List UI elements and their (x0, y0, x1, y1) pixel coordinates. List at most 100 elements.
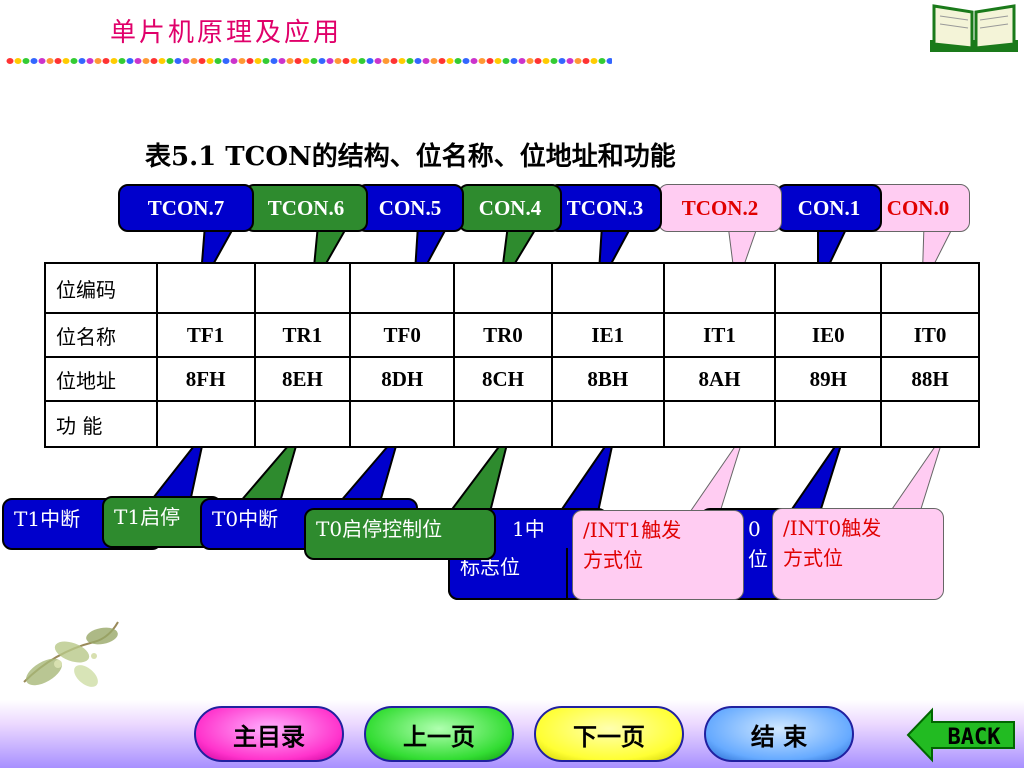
bit-name-cell: IT0 (880, 312, 980, 358)
bead (494, 58, 502, 64)
bead (606, 58, 612, 64)
bead (278, 58, 286, 64)
bead (238, 58, 246, 64)
function-box-tr0-line1: T0启停控制位 (316, 517, 443, 541)
bead (46, 58, 54, 64)
table-cell (253, 400, 352, 448)
bead (550, 58, 558, 64)
bead (310, 58, 318, 64)
bead (190, 58, 198, 64)
table-cell (774, 400, 883, 448)
bit-address-cell: 8DH (349, 356, 456, 402)
function-box-ie0-line2: 位 (748, 547, 768, 571)
bit-name-cell: TR1 (253, 312, 352, 358)
book-icon (930, 4, 1018, 52)
bit-address-cell: 8CH (453, 356, 553, 402)
bead (470, 58, 478, 64)
bit-address-cell: 88H (880, 356, 980, 402)
bead (486, 58, 494, 64)
row-header-bit-code: 位编码 (44, 262, 158, 314)
bead (150, 58, 158, 64)
bit-name-cell: TF0 (349, 312, 456, 358)
table-cell (662, 262, 777, 314)
bubble-tcon-5: CON.5 (356, 184, 464, 232)
function-box-it1-line2: 方式位 (583, 548, 643, 572)
bead (174, 58, 182, 64)
bead (70, 58, 78, 64)
header-title: 单片机原理及应用 (110, 18, 343, 48)
bead (510, 58, 518, 64)
bead (142, 58, 150, 64)
function-box-ie1-line1: 1中 (512, 517, 545, 541)
bead (294, 58, 302, 64)
bead (262, 58, 270, 64)
next-page-button[interactable]: 下一页 (534, 706, 684, 762)
table-cell (253, 262, 352, 314)
bead (574, 58, 582, 64)
bead (94, 58, 102, 64)
table-cell (662, 400, 777, 448)
bead (270, 58, 278, 64)
table-title: 表5.1 TCON的结构、位名称、位地址和功能 (145, 142, 676, 172)
bead (30, 58, 38, 64)
bead (526, 58, 534, 64)
back-button-label: BACK (948, 725, 1002, 750)
bead (326, 58, 334, 64)
bead (558, 58, 566, 64)
bead (398, 58, 406, 64)
table-cell (774, 262, 883, 314)
bead (598, 58, 606, 64)
bit-name-cell: IE0 (774, 312, 883, 358)
table-cell (453, 400, 553, 448)
end-button[interactable]: 结 束 (704, 706, 854, 762)
bead (126, 58, 134, 64)
bead (62, 58, 70, 64)
back-button[interactable]: BACK (906, 706, 1018, 764)
bead (102, 58, 110, 64)
bead (206, 58, 214, 64)
bead (582, 58, 590, 64)
bead (254, 58, 262, 64)
function-box-it0-line2: 方式位 (783, 546, 843, 570)
bead (38, 58, 46, 64)
bit-address-cell: 8BH (550, 356, 665, 402)
bubble-tcon-4: CON.4 (458, 184, 562, 232)
table-cell (349, 262, 456, 314)
table-cell (349, 400, 456, 448)
main-menu-button[interactable]: 主目录 (194, 706, 344, 762)
prev-page-button[interactable]: 上一页 (364, 706, 514, 762)
bead (54, 58, 62, 64)
bit-address-cell: 89H (774, 356, 883, 402)
table-cell (550, 262, 665, 314)
function-box-it0: /INT0触发 方式位 (772, 508, 944, 600)
function-box-tr0: T0启停控制位 (304, 508, 496, 560)
decorative-bead-line (6, 58, 612, 64)
bead (454, 58, 462, 64)
bead (366, 58, 374, 64)
bead (406, 58, 414, 64)
function-box-tf1-line1: T1中断 (14, 507, 81, 531)
bead (222, 58, 230, 64)
bit-name-cell: IT1 (662, 312, 777, 358)
bit-name-cell: TR0 (453, 312, 553, 358)
bead (478, 58, 486, 64)
table-cell (155, 262, 256, 314)
bead (14, 58, 22, 64)
bit-address-cell: 8EH (253, 356, 352, 402)
function-box-tr1-line1: T1启停 (114, 505, 181, 529)
bead (462, 58, 470, 64)
function-box-ie0-line1: 0 (748, 517, 761, 541)
bubble-tcon-3: TCON.3 (548, 184, 662, 232)
bead (166, 58, 174, 64)
row-bit-address: 位地址 8FH 8EH 8DH 8CH 8BH 8AH 89H 88H (44, 356, 980, 402)
bubble-tcon-7: TCON.7 (118, 184, 254, 232)
bubble-tcon-2: TCON.2 (658, 184, 782, 232)
bit-address-cell: 8AH (662, 356, 777, 402)
row-header-bit-address: 位地址 (44, 356, 158, 402)
bead (542, 58, 550, 64)
bead (302, 58, 310, 64)
bead (438, 58, 446, 64)
bead (134, 58, 142, 64)
bead (230, 58, 238, 64)
row-bit-code: 位编码 (44, 262, 980, 314)
